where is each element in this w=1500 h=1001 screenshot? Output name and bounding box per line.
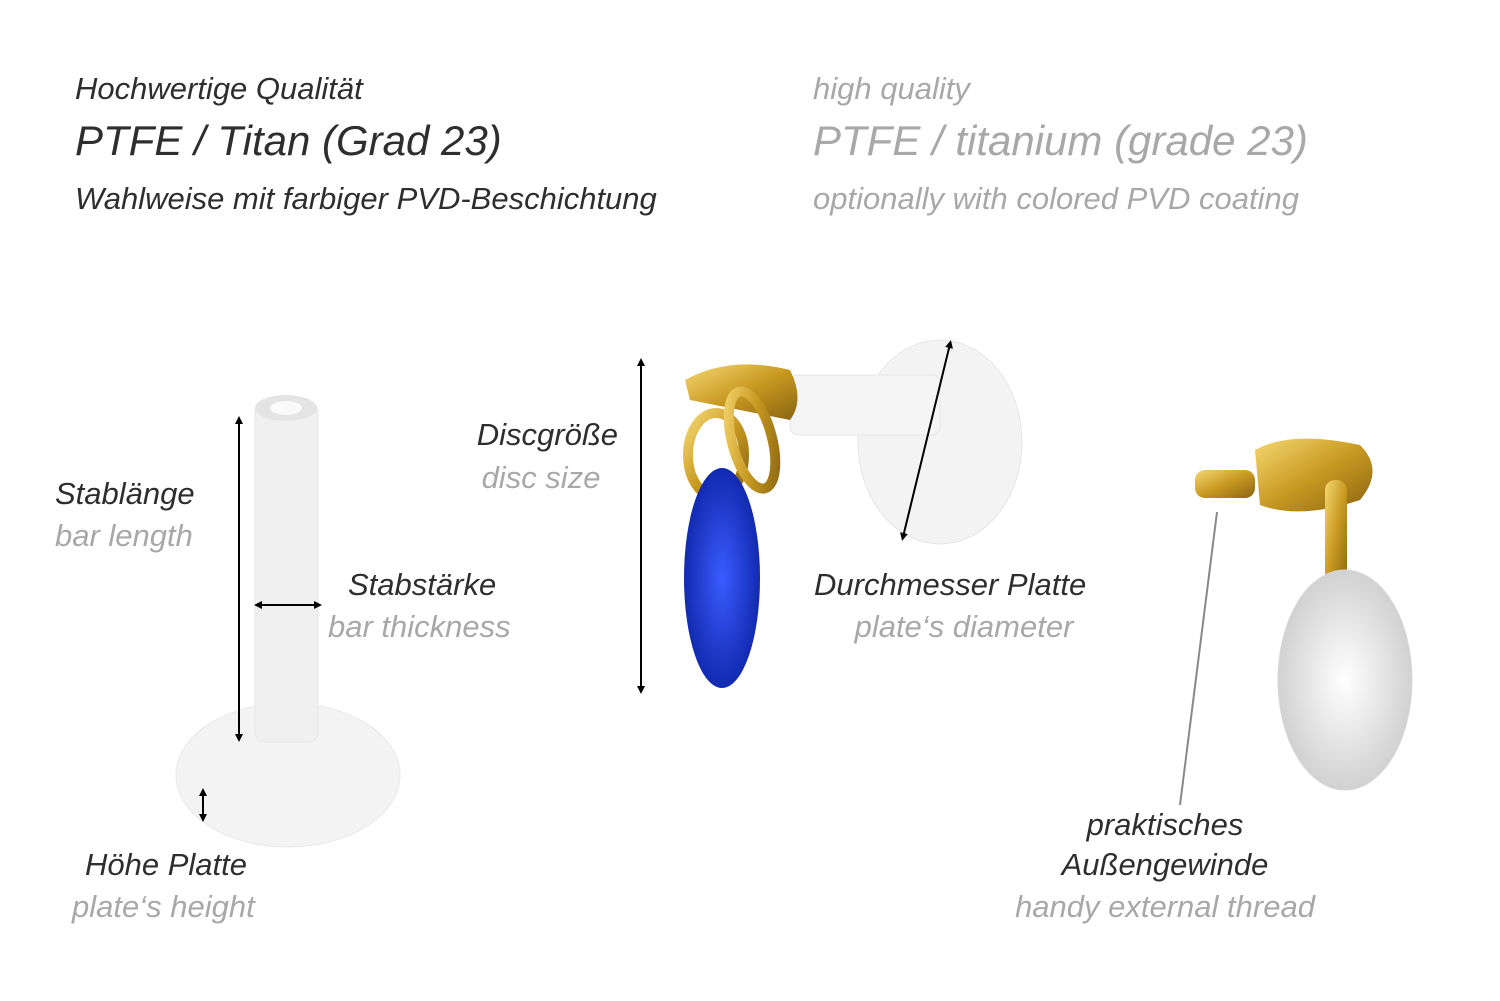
- plate-height-en: plate‘s height: [72, 889, 255, 924]
- plate-height-de: Höhe Platte: [85, 847, 247, 882]
- disc-size-de: Discgröße: [476, 417, 618, 452]
- plate-diameter-en: plate‘s diameter: [854, 609, 1074, 644]
- plate-diameter-arrow: [900, 340, 953, 541]
- thread-de-line2: Außengewinde: [1061, 847, 1269, 882]
- bar-length-en: bar length: [55, 518, 193, 553]
- thread-de-line1: praktisches: [1086, 807, 1244, 842]
- coating-en: optionally with colored PVD coating: [813, 181, 1299, 216]
- bar-thickness-en: bar thickness: [328, 609, 511, 644]
- coating-de: Wahlweise mit farbiger PVD-Beschichtung: [75, 181, 657, 216]
- bar-thickness-de: Stabstärke: [348, 567, 497, 602]
- thread-pointer-line: [1179, 511, 1218, 806]
- bar-length-de: Stablänge: [55, 476, 195, 511]
- quality-en: high quality: [813, 71, 970, 106]
- quality-de: Hochwertige Qualität: [75, 71, 363, 106]
- threaded-pendant-image: [1195, 438, 1413, 791]
- disc-size-en: disc size: [481, 460, 601, 495]
- plate-diameter-de: Durchmesser Platte: [814, 567, 1087, 602]
- material-en: PTFE / titanium (grade 23): [813, 117, 1308, 164]
- ptfe-labret-image: [175, 395, 401, 848]
- thread-en: handy external thread: [1015, 889, 1315, 924]
- material-de: PTFE / Titan (Grad 23): [75, 117, 502, 164]
